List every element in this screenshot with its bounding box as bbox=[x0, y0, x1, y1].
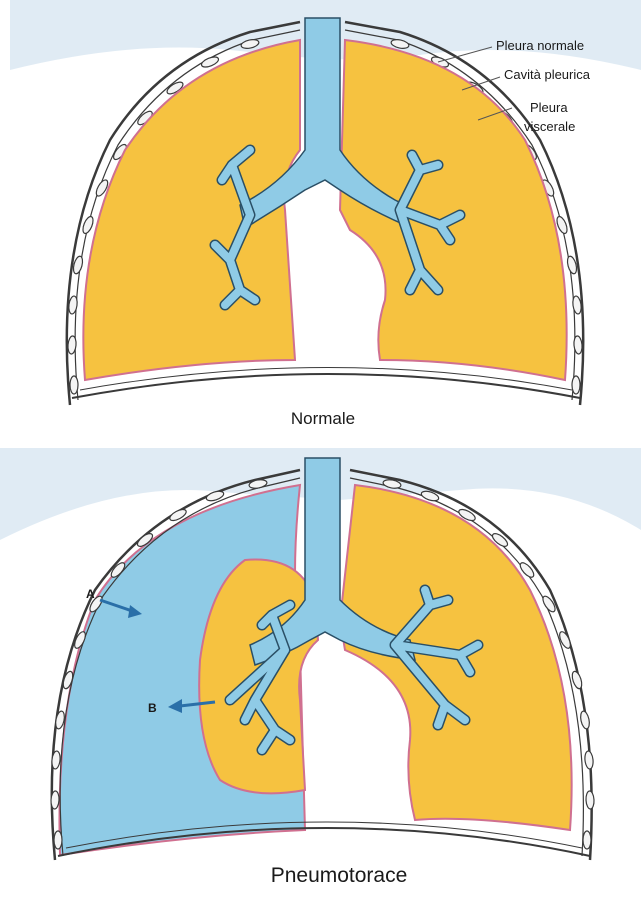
label-pleura-viscerale-line2: viscerale bbox=[524, 119, 575, 134]
caption-normale: Normale bbox=[291, 409, 355, 428]
label-pleura-normale: Pleura normale bbox=[496, 38, 584, 53]
marker-a: A bbox=[86, 587, 95, 601]
rib-segment bbox=[583, 831, 591, 849]
label-cavita-pleurica: Cavità pleurica bbox=[504, 67, 591, 82]
caption-pneumotorace: Pneumotorace bbox=[271, 864, 408, 887]
rib-segment bbox=[51, 791, 60, 809]
label-pleura-viscerale-line1: Pleura bbox=[530, 100, 568, 115]
rib-segment bbox=[572, 376, 580, 394]
rib-segment bbox=[70, 376, 78, 394]
rib-segment bbox=[586, 791, 595, 809]
marker-b: B bbox=[148, 701, 157, 715]
rib-segment bbox=[54, 831, 62, 849]
